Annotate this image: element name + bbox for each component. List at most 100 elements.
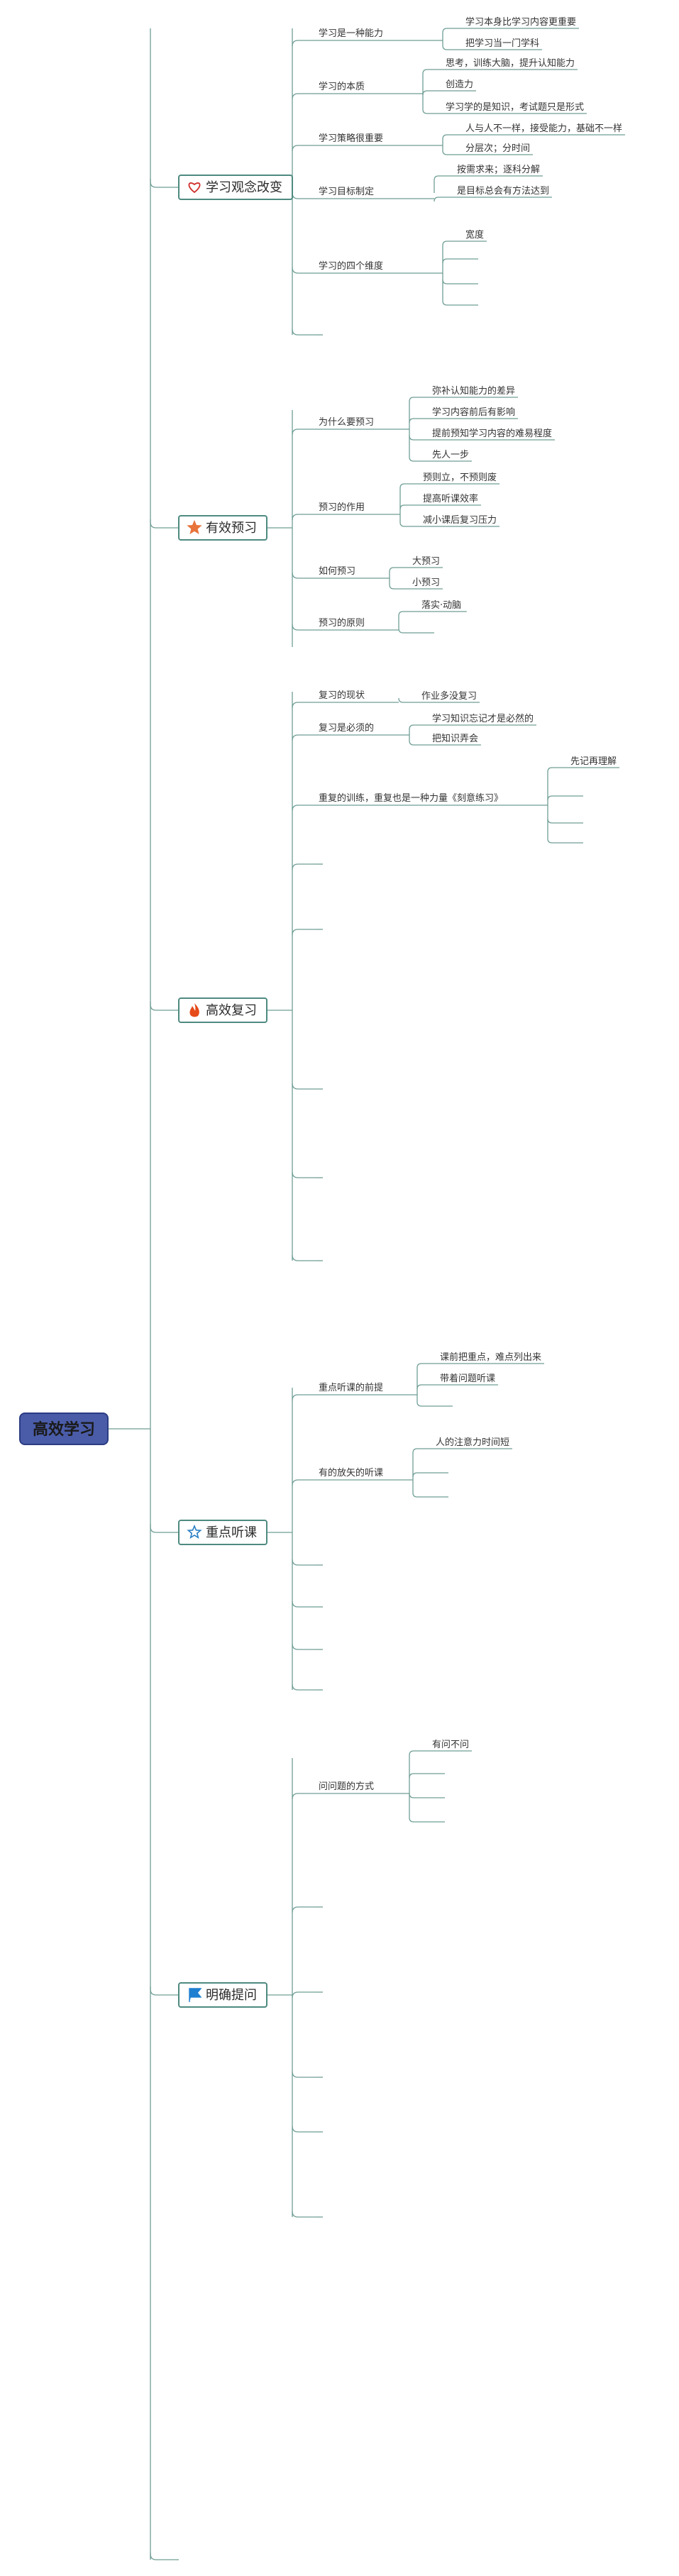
branch-label: 明确提问 [206, 1988, 257, 2003]
leaf-connector [399, 504, 420, 510]
sub-topic[interactable]: 为什么要预习 [319, 417, 374, 428]
branch-node[interactable]: 明确提问 [178, 1982, 267, 2008]
sub-topic[interactable]: 学习策略很重要 [319, 133, 383, 144]
leaf-connector [412, 1448, 433, 1454]
leaf-connector [422, 109, 443, 114]
sub-topic-label: 复习的现状 [319, 690, 365, 701]
sub-topic[interactable]: 学习是一种能力 [319, 28, 383, 39]
leaf-connector [416, 1384, 437, 1390]
leaf-label: 创造力 [446, 79, 473, 90]
sub-connector [292, 734, 316, 741]
sub-topic-label: 重复的训练，重复也是一种力量《刻意练习》 [319, 792, 503, 804]
branch-stub [150, 2553, 179, 2560]
sub-topic[interactable]: 复习的现状 [319, 690, 365, 701]
sub-topic[interactable]: 问问题的方式 [319, 1781, 374, 1792]
sub-topic-label: 如何预习 [319, 565, 355, 577]
leaf-connector [442, 150, 463, 155]
sub-connector [292, 929, 316, 936]
sub-connector [292, 2211, 316, 2218]
leaf-connector [434, 175, 454, 181]
leaf-label: 落实·动脑 [421, 600, 461, 611]
branch-box [178, 515, 267, 541]
sub-connector [292, 328, 316, 336]
sub-connector [292, 1991, 316, 1999]
sub-topic[interactable]: 重点听课的前提 [319, 1382, 383, 1393]
leaf-connector [442, 45, 463, 50]
star-icon [187, 519, 202, 535]
branch-label: 学习观念改变 [206, 179, 282, 195]
sub-topic[interactable]: 重复的训练，重复也是一种力量《刻意练习》 [319, 792, 503, 804]
leaf-label: 减小课后复习压力 [423, 515, 497, 526]
sub-connector [292, 572, 316, 579]
sub-topic-label: 学习策略很重要 [319, 133, 383, 144]
leaf-connector [409, 1773, 429, 1779]
sub-topic[interactable]: 预习的作用 [319, 502, 365, 513]
sub-topic-label: 为什么要预习 [319, 417, 374, 428]
leaf-connector [422, 90, 443, 96]
leaf-connector [442, 28, 463, 33]
leaf-connector [409, 1817, 429, 1823]
leaf-connector [398, 697, 419, 703]
sub-topic-label: 重点听课的前提 [319, 1382, 383, 1393]
branch-node[interactable]: 重点听课 [178, 1520, 267, 1545]
leaf-label: 学习内容前后有影响 [432, 407, 515, 418]
leaf-label: 提前预知学习内容的难易程度 [432, 428, 552, 439]
sub-topic[interactable]: 复习是必须的 [319, 722, 374, 734]
leaf-connector [547, 767, 568, 773]
sub-topic-label: 问问题的方式 [319, 1781, 374, 1792]
root-label: 高效学习 [33, 1420, 95, 1439]
sub-topic[interactable]: 有的放矢的听课 [319, 1467, 383, 1478]
sub-topic[interactable]: 预习的原则 [319, 617, 365, 629]
sub-connector [292, 1906, 316, 1913]
leaf-label: 人与人不一样，接受能力，基础不一样 [465, 123, 622, 134]
leaf-connector [442, 279, 463, 284]
root-node[interactable]: 高效学习 [19, 1413, 109, 1445]
branch-connector [150, 1986, 179, 1996]
sub-topic-label: 预习的作用 [319, 502, 365, 513]
fire-icon [189, 1003, 199, 1017]
sub-connector [292, 192, 316, 199]
leaf-label: 宽度 [465, 229, 484, 241]
sub-connector [292, 145, 316, 152]
branch-node[interactable]: 学习观念改变 [178, 175, 293, 200]
leaf-label: 提高听课效率 [423, 493, 478, 504]
leaf-connector [409, 397, 429, 402]
leaf-connector [409, 740, 429, 746]
leaf-connector [409, 724, 429, 730]
sub-topic-label: 学习是一种能力 [319, 28, 383, 39]
leaf-connector [442, 241, 463, 246]
leaf-label: 先记再理解 [570, 756, 617, 767]
sub-topic[interactable]: 学习的本质 [319, 81, 365, 92]
sub-topic[interactable]: 学习目标制定 [319, 186, 374, 197]
branch-label: 重点听课 [206, 1525, 257, 1540]
leaf-label: 学习知识忘记才是必然的 [432, 713, 534, 724]
leaf-label: 先人一步 [432, 450, 469, 460]
sub-connector [292, 863, 316, 870]
connector-lines [108, 28, 625, 2560]
sub-connector [292, 702, 316, 709]
leaf-label: 课前把重点，难点列出来 [440, 1351, 541, 1363]
branch-box [178, 1520, 267, 1545]
sub-connector [292, 267, 316, 274]
leaf-connector [416, 1363, 437, 1369]
leaf-connector [389, 584, 409, 590]
sub-connector [292, 1793, 316, 1800]
flag-icon [189, 1988, 202, 2002]
leaf-label: 大预习 [412, 556, 440, 567]
leaf-connector [409, 1750, 429, 1756]
sub-connector [292, 1601, 316, 1608]
branch-label: 有效预习 [206, 521, 257, 536]
branch-node[interactable]: 有效预习 [178, 515, 267, 541]
leaf-connector [416, 1401, 437, 1407]
leaf-label: 带着问题听课 [440, 1373, 495, 1384]
leaf-label: 按需求来；逐科分解 [457, 165, 540, 175]
sub-connector [292, 1479, 316, 1486]
leaf-label: 把知识弄会 [432, 733, 478, 744]
leaf-connector [398, 628, 419, 634]
sub-topic[interactable]: 如何预习 [319, 565, 355, 577]
branch-node[interactable]: 高效复习 [178, 997, 267, 1023]
sub-topic[interactable]: 学习的四个维度 [319, 260, 383, 272]
leaf-connector [409, 418, 429, 424]
leaf-connector [389, 567, 409, 573]
leaf-label: 人的注意力时间短 [436, 1437, 509, 1448]
